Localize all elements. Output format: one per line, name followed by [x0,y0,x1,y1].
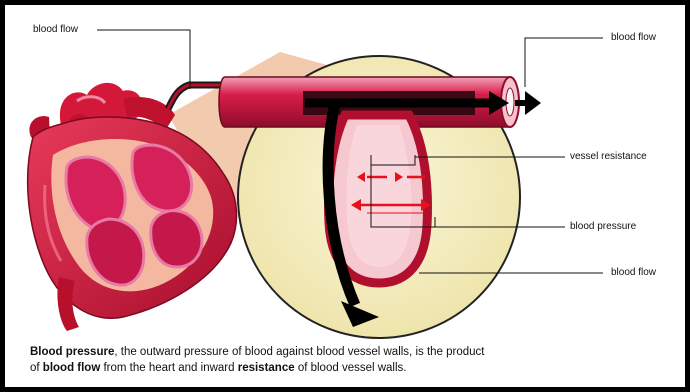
caption-text-2: of [30,362,43,374]
label-blood-flow-top-right: blood flow [611,32,656,44]
label-blood-pressure: blood pressure [570,221,636,233]
label-blood-flow-bottom: blood flow [611,267,656,279]
label-vessel-resistance: vessel resistance [570,151,647,163]
diagram-illustration [5,5,685,387]
caption: Blood pressure, the outward pressure of … [30,344,670,376]
diagram-frame: blood flow blood flow vessel resistance … [5,5,685,387]
caption-text-3: from the heart and inward [100,362,237,374]
caption-text-4: of blood vessel walls. [295,362,407,374]
caption-term-blood-pressure: Blood pressure [30,346,114,358]
caption-term-resistance: resistance [238,362,295,374]
label-blood-flow-top-left: blood flow [33,24,78,36]
caption-text-1: , the outward pressure of blood against … [114,346,484,358]
caption-term-blood-flow: blood flow [43,362,100,374]
